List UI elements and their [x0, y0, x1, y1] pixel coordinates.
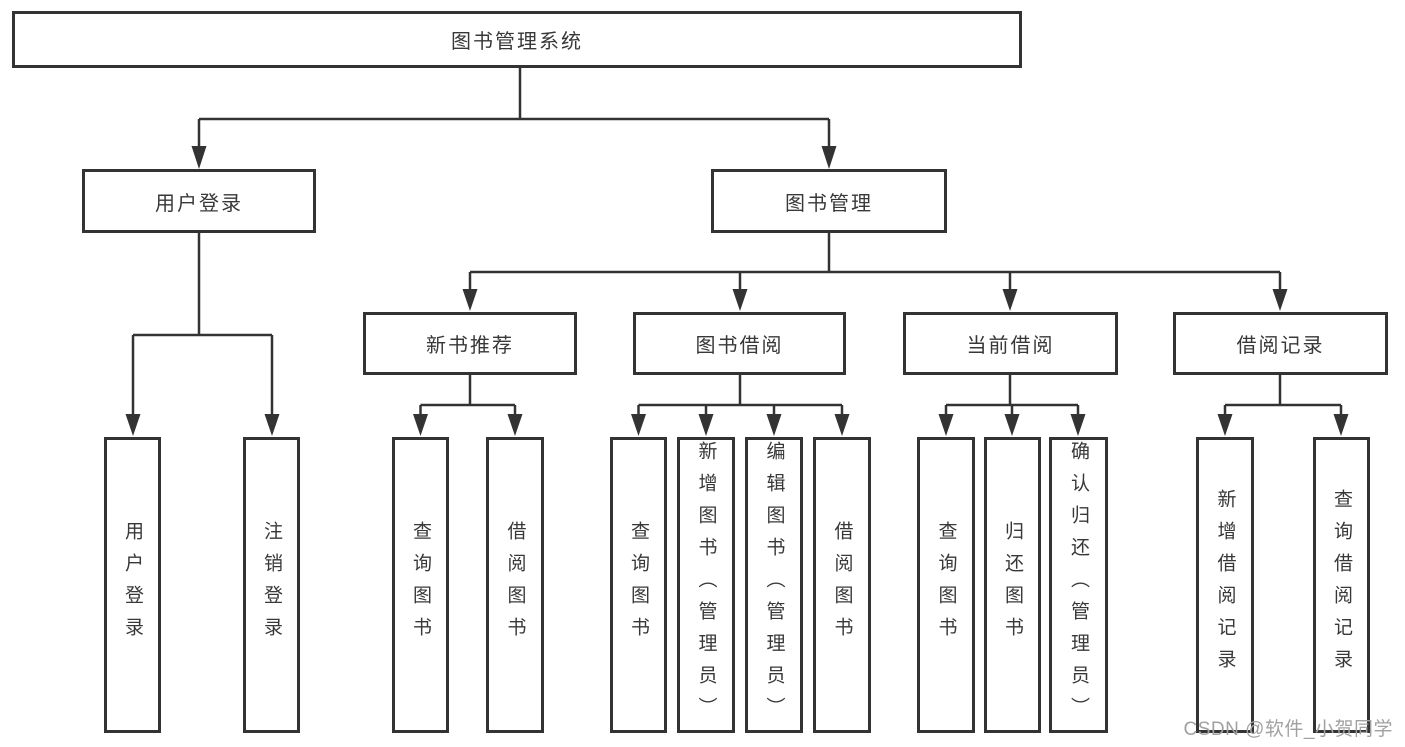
connector-current-to-leaves	[938, 375, 1086, 436]
connector-root-to-level2	[191, 68, 837, 169]
leaf-add-borrow-record: 新增借阅记录	[1196, 437, 1254, 733]
leaf-user-login: 用户登录	[104, 437, 161, 733]
leaf-user-login-label: 用户登录	[122, 521, 143, 649]
leaf-borrow-book-recommend: 借阅图书	[486, 437, 544, 733]
leaf-confirm-return-admin-label: 确认归还（管理员）	[1068, 441, 1089, 729]
connector-borrow-to-leaves	[631, 375, 850, 436]
node-library-system: 图书管理系统	[12, 11, 1022, 68]
leaf-add-borrow-record-label: 新增借阅记录	[1214, 489, 1236, 681]
node-book-borrow-label: 图书借阅	[695, 335, 784, 357]
connector-login-to-leaves	[125, 233, 280, 436]
connector-mgmt-to-sections	[462, 233, 1288, 311]
leaf-logout: 注销登录	[243, 437, 300, 733]
leaf-query-borrow-record: 查询借阅记录	[1313, 437, 1370, 733]
leaf-confirm-return-admin: 确认归还（管理员）	[1049, 437, 1108, 733]
leaf-borrow-book: 借阅图书	[813, 437, 871, 733]
node-book-management: 图书管理	[711, 169, 947, 233]
leaf-return-book: 归还图书	[984, 437, 1041, 733]
node-borrow-records-label: 借阅记录	[1236, 335, 1325, 357]
node-book-borrow: 图书借阅	[633, 312, 846, 375]
connector-newbook-to-leaves	[413, 375, 523, 436]
connector-records-to-leaves	[1217, 375, 1349, 436]
leaf-add-book-admin: 新增图书（管理员）	[677, 437, 735, 733]
node-book-management-label: 图书管理	[785, 192, 873, 215]
leaf-query-book-label: 查询图书	[628, 521, 649, 649]
leaf-borrow-book-recommend-label: 借阅图书	[504, 521, 526, 649]
leaf-return-book-label: 归还图书	[1002, 521, 1023, 649]
node-new-book-recommend-label: 新书推荐	[426, 335, 514, 357]
node-user-login-label: 用户登录	[155, 192, 243, 215]
leaf-logout-label: 注销登录	[261, 521, 282, 649]
node-user-login: 用户登录	[82, 169, 316, 233]
leaf-query-borrow-record-label: 查询借阅记录	[1331, 489, 1352, 681]
leaf-query-book-recommend-label: 查询图书	[410, 521, 431, 649]
node-new-book-recommend: 新书推荐	[363, 312, 577, 375]
leaf-add-book-admin-label: 新增图书（管理员）	[695, 441, 717, 729]
leaf-edit-book-admin: 编辑图书（管理员）	[745, 437, 803, 733]
node-borrow-records: 借阅记录	[1173, 312, 1388, 375]
leaf-query-book-recommend: 查询图书	[392, 437, 449, 733]
leaf-query-current-book-label: 查询图书	[935, 521, 957, 649]
leaf-borrow-book-label: 借阅图书	[831, 521, 853, 649]
leaf-query-book: 查询图书	[610, 437, 667, 733]
node-current-borrow: 当前借阅	[903, 312, 1118, 375]
csdn-watermark: CSDN @软件_小贺同学	[1183, 719, 1393, 740]
node-library-system-label: 图书管理系统	[451, 31, 583, 53]
leaf-query-current-book: 查询图书	[917, 437, 975, 733]
leaf-edit-book-admin-label: 编辑图书（管理员）	[763, 441, 785, 729]
node-current-borrow-label: 当前借阅	[966, 335, 1055, 357]
